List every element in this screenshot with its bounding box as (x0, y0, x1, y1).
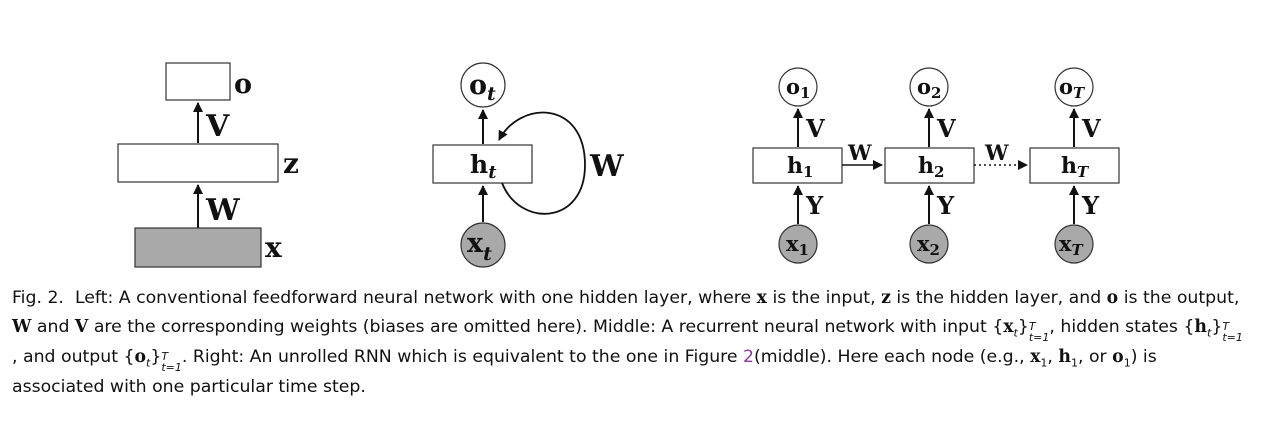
weight-label-v: V (205, 109, 230, 144)
y-label-3: Y (1081, 191, 1100, 220)
hidden-node-hT (1029, 147, 1120, 184)
caption-math-w: W (12, 317, 32, 337)
input-layer-x (134, 227, 262, 268)
caption-text: , or (1077, 347, 1113, 367)
v-label-2: V (936, 114, 956, 143)
caption-text: are the corresponding weights (biases ar… (88, 317, 993, 337)
caption-math-x: x (756, 288, 767, 308)
output-label-o2: o2 (917, 74, 941, 102)
rnn-diagram: o V z W x ot ht W xt o1 V h1 Y x1 (117, 62, 1120, 268)
hidden-label-hT: hT (1061, 153, 1090, 181)
caption-math-o: o (1106, 288, 1119, 308)
y-label-2: Y (936, 191, 955, 220)
caption-text: Left: A conventional feedforward neural … (74, 288, 757, 308)
recurrent-network: ot ht W xt (432, 62, 625, 268)
caption-text: is the hidden layer, and (890, 288, 1107, 308)
y-label-1: Y (805, 191, 824, 220)
input-label-xt: xt (467, 228, 492, 265)
output-node-o (165, 62, 231, 101)
input-node-xt (460, 222, 506, 268)
hidden-node-h2 (884, 147, 975, 184)
output-label-ot: ot (469, 70, 496, 105)
caption-text: is the input, (766, 288, 882, 308)
recurrent-loop (498, 111, 586, 215)
hidden-node-ht (432, 144, 533, 184)
caption-text: ) is associated with one particular time… (12, 347, 1157, 397)
input-label-x2: x2 (917, 231, 940, 259)
input-node-x1 (778, 224, 818, 264)
caption-math-x1: x1 (1030, 347, 1048, 370)
caption-math-v: V (74, 317, 89, 337)
figure-reference-link[interactable]: 2 (743, 347, 755, 367)
hidden-layer-z (117, 143, 279, 183)
input-label-x1: x1 (786, 231, 809, 259)
weight-label-w: W (205, 193, 241, 228)
caption-text: is the output, (1118, 288, 1240, 308)
recurrent-weight-w: W (589, 149, 625, 184)
hidden-label-h1: h1 (787, 153, 813, 181)
output-label-o1: o1 (786, 74, 810, 102)
caption-text: , hidden states (1049, 317, 1184, 337)
input-node-xT (1054, 224, 1094, 264)
caption-math-h1: h1 (1058, 347, 1078, 370)
v-label-3: V (1081, 114, 1101, 143)
caption-math-z: z (881, 288, 891, 308)
caption-text: , and output (12, 347, 124, 367)
output-node-oT (1054, 67, 1094, 107)
w-label-1: W (847, 140, 872, 165)
output-node-o1 (778, 67, 818, 107)
input-label-xT: xT (1059, 231, 1085, 259)
hidden-node-h1 (752, 147, 843, 184)
v-label-1: V (805, 114, 825, 143)
feedforward-network: o V z W x (117, 62, 299, 268)
output-node-o2 (909, 67, 949, 107)
caption-text: (middle). Here each node (e.g., (754, 347, 1031, 367)
hidden-label-ht: ht (470, 150, 497, 183)
caption-math-o1: o1 (1112, 347, 1131, 370)
output-label-o: o (234, 69, 252, 100)
figure-caption: Fig. 2. Left: A conventional feedforward… (12, 288, 1243, 397)
hidden-label-z: z (283, 147, 299, 180)
input-node-x2 (909, 224, 949, 264)
output-label-oT: oT (1059, 74, 1086, 102)
caption-fig-number: Fig. 2. (12, 288, 64, 308)
caption-text: . Right: An unrolled RNN which is equiva… (181, 347, 744, 367)
output-node-ot (460, 62, 506, 108)
hidden-label-h2: h2 (918, 153, 944, 181)
unrolled-rnn: o1 V h1 Y x1 W o2 V h2 Y x2 W oT V hT Y (752, 67, 1120, 264)
input-label-x: x (265, 231, 282, 264)
caption-text: and (31, 317, 75, 337)
w-label-2: W (984, 140, 1009, 165)
